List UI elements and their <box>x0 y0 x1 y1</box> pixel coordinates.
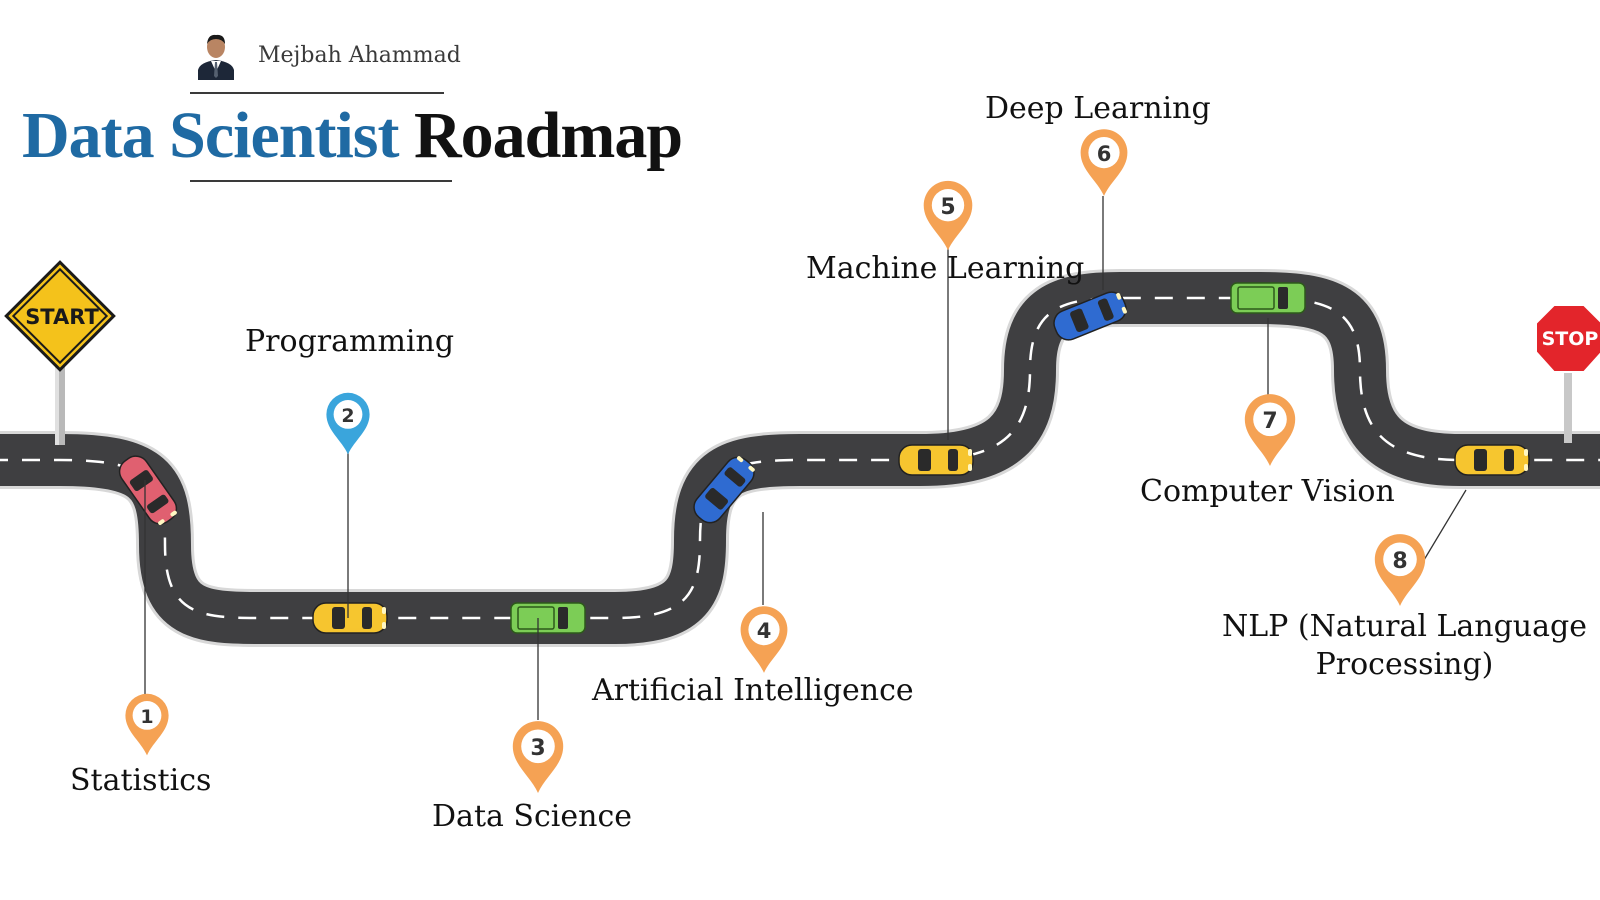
pin-2: 2 <box>326 392 370 455</box>
title-rule-bottom <box>190 180 452 182</box>
pin-6: 6 <box>1080 129 1128 196</box>
pin-8: 8 <box>1374 534 1426 606</box>
pin-5: 5 <box>923 180 973 251</box>
truck-green-1 <box>510 602 586 634</box>
milestone-label-5: Machine Learning <box>806 251 1085 286</box>
stop-sign-text: STOP <box>1542 328 1599 350</box>
milestone-label-4: Artificial Intelligence <box>592 673 914 708</box>
milestone-label-1: Statistics <box>70 763 212 798</box>
pin-5-number: 5 <box>940 195 955 220</box>
milestone-label-8-line1: NLP (Natural Language <box>1222 609 1587 644</box>
car-yellow-2 <box>898 444 974 476</box>
car-yellow-1 <box>312 602 388 634</box>
title-rule-top <box>190 92 444 94</box>
pin-connectors <box>144 196 1467 720</box>
title-block: Data Scientist Roadmap <box>22 92 702 188</box>
pin-3-number: 3 <box>530 736 545 761</box>
title-black-part: Roadmap <box>413 99 683 172</box>
start-sign-text: START <box>25 305 99 329</box>
milestone-label-3: Data Science <box>432 799 632 834</box>
start-sign: START <box>4 260 116 445</box>
milestone-label-8: NLP (Natural Language Processing) <box>1222 608 1587 684</box>
road <box>0 272 1600 644</box>
pin-6-number: 6 <box>1097 142 1112 166</box>
milestone-label-6: Deep Learning <box>985 91 1211 126</box>
title-blue-part: Data Scientist <box>22 99 399 172</box>
milestone-label-2: Programming <box>245 324 455 359</box>
milestone-label-8-line2: Processing) <box>1315 647 1494 682</box>
truck-green-2 <box>1230 282 1306 314</box>
pin-4-number: 4 <box>757 619 772 643</box>
pin-4: 4 <box>740 606 788 673</box>
stop-sign: STOP <box>1535 304 1600 443</box>
pin-8-number: 8 <box>1392 549 1407 574</box>
pin-2-number: 2 <box>341 405 354 427</box>
avatar <box>196 30 236 80</box>
pin-7: 7 <box>1244 394 1296 466</box>
author-block: Mejbah Ahammad <box>196 30 461 80</box>
car-yellow-3 <box>1454 444 1530 476</box>
author-name: Mejbah Ahammad <box>258 42 461 68</box>
milestone-label-7: Computer Vision <box>1140 474 1395 509</box>
pin-7-number: 7 <box>1262 409 1277 434</box>
pin-1-number: 1 <box>140 706 153 728</box>
pin-3: 3 <box>512 721 564 793</box>
pin-1: 1 <box>125 693 169 756</box>
page-title: Data Scientist Roadmap <box>22 98 683 174</box>
